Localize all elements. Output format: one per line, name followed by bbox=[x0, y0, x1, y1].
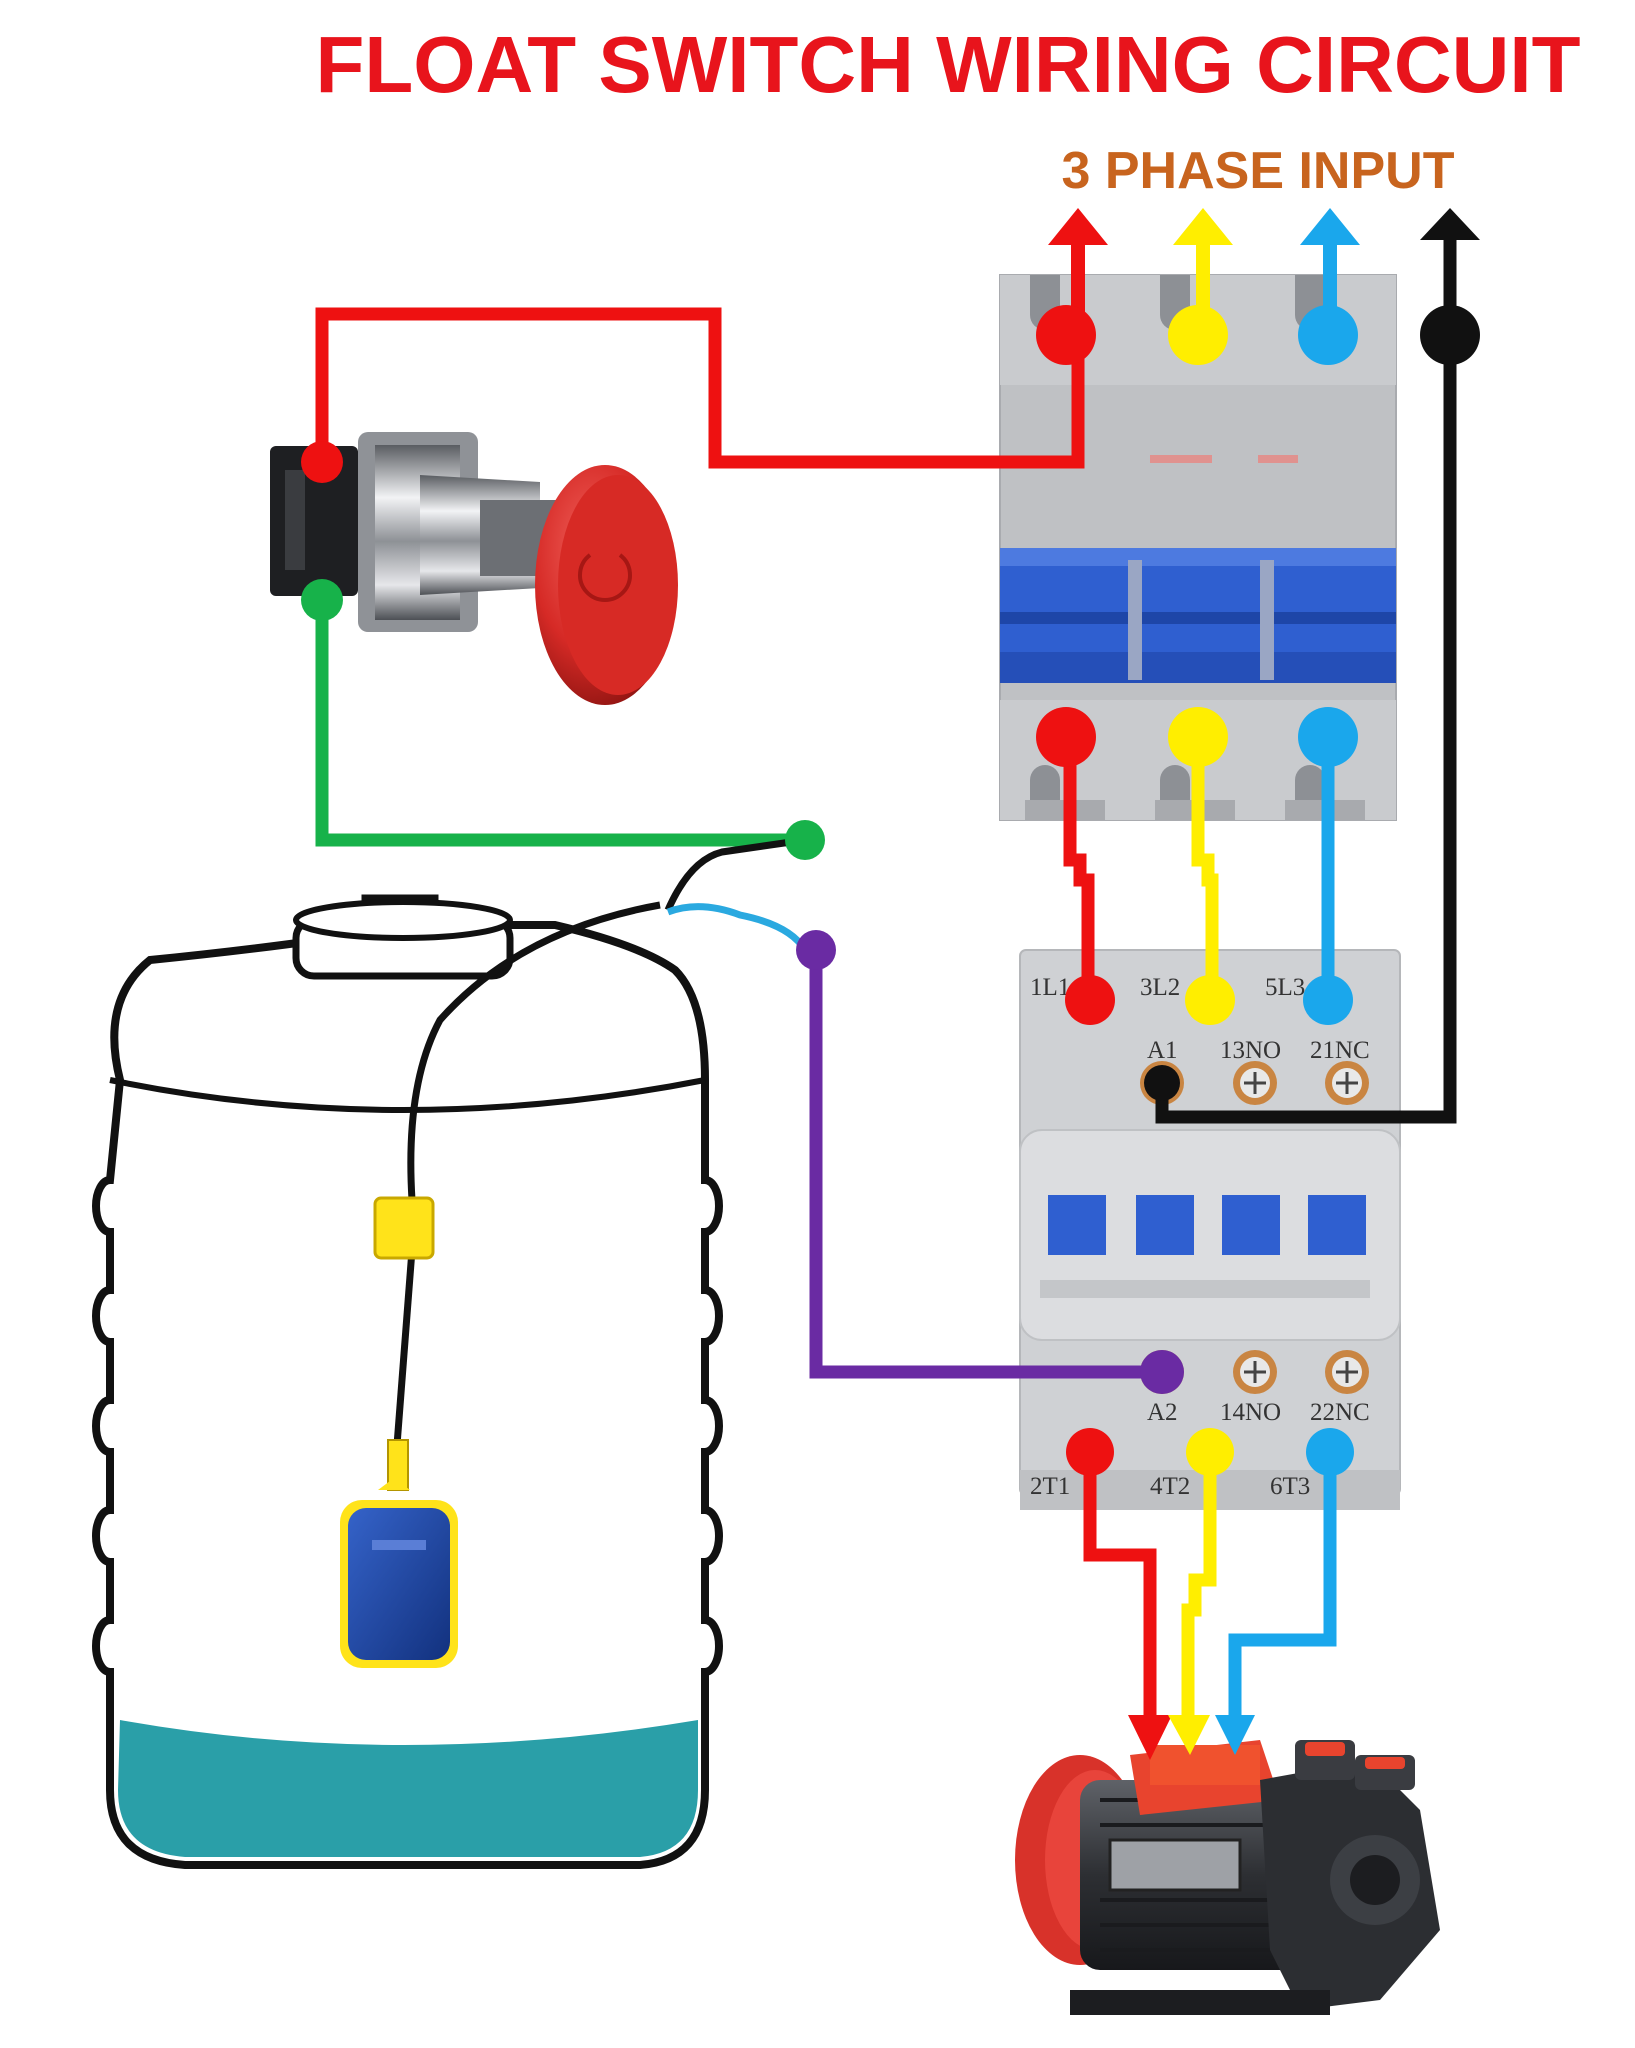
input-arrow-l2 bbox=[1173, 208, 1233, 322]
screw-terminal-21nc bbox=[1325, 1061, 1369, 1105]
float-cable-black bbox=[664, 836, 806, 912]
input-arrow-l1 bbox=[1048, 208, 1108, 322]
terminal-label-21nc: 21NC bbox=[1310, 1037, 1370, 1064]
mcb-input-terminal-l2 bbox=[1168, 305, 1228, 365]
wire-mcb-l2-to-contactor bbox=[1191, 740, 1219, 1000]
contactor-terminal-2t1 bbox=[1066, 1428, 1114, 1476]
contactor-terminal-a1 bbox=[1144, 1065, 1180, 1101]
wire-4t2-to-motor bbox=[1181, 1450, 1217, 1720]
wire-mcb-l1-to-contactor bbox=[1063, 740, 1095, 1000]
water-pump-motor-icon bbox=[1015, 1740, 1440, 2015]
mcb-input-terminal-l1 bbox=[1036, 305, 1096, 365]
arrow-head-yellow-motor bbox=[1168, 1715, 1210, 1755]
float-cable-blue bbox=[666, 903, 809, 952]
terminal-label-3l2: 3L2 bbox=[1140, 974, 1180, 1001]
input-arrow-neutral bbox=[1420, 208, 1480, 240]
contactor-terminal-a2 bbox=[1140, 1350, 1184, 1394]
float-junction-purple bbox=[796, 930, 836, 970]
terminal-label-a1: A1 bbox=[1147, 1037, 1178, 1064]
wire-6t3-to-motor bbox=[1228, 1450, 1337, 1720]
push-button-terminal-out bbox=[301, 579, 343, 621]
contactor-terminal-1l1 bbox=[1065, 975, 1115, 1025]
input-arrow-l3 bbox=[1300, 208, 1360, 322]
wire-float-to-a2 bbox=[809, 950, 1162, 1379]
mcb-output-terminal-l2 bbox=[1168, 707, 1228, 767]
terminal-label-a2: A2 bbox=[1147, 1399, 1178, 1426]
terminal-label-14no: 14NO bbox=[1220, 1399, 1281, 1426]
page-title: FLOAT SWITCH WIRING CIRCUIT bbox=[316, 20, 1581, 109]
contactor-terminal-3l2 bbox=[1185, 975, 1235, 1025]
contactor-icon bbox=[1019, 949, 1401, 1510]
wire-l1-to-push-button bbox=[315, 307, 1085, 469]
terminal-label-4t2: 4T2 bbox=[1150, 1473, 1190, 1500]
terminal-label-22nc: 22NC bbox=[1310, 1399, 1370, 1426]
contactor-terminal-6t3 bbox=[1306, 1428, 1354, 1476]
terminal-label-13no: 13NO bbox=[1220, 1037, 1281, 1064]
screw-terminal-13no bbox=[1233, 1061, 1277, 1105]
mcb-output-terminal-l1 bbox=[1036, 707, 1096, 767]
emergency-stop-mushroom-button-icon bbox=[270, 432, 678, 705]
neutral-junction bbox=[1420, 305, 1480, 365]
screw-terminal-14no bbox=[1233, 1350, 1277, 1394]
wire-push-button-to-float bbox=[315, 600, 805, 847]
arrow-head-blue-motor bbox=[1215, 1715, 1255, 1755]
terminal-label-6t3: 6T3 bbox=[1270, 1473, 1310, 1500]
float-junction-green bbox=[785, 820, 825, 860]
contactor-terminal-4t2 bbox=[1186, 1428, 1234, 1476]
mcb-output-terminal-l3 bbox=[1298, 707, 1358, 767]
screw-terminal-22nc bbox=[1325, 1350, 1369, 1394]
cable-clamp-icon bbox=[373, 1196, 435, 1260]
terminal-label-5l3: 5L3 bbox=[1265, 974, 1305, 1001]
water-tank-icon bbox=[92, 894, 723, 1869]
terminal-label-1l1: 1L1 bbox=[1030, 974, 1070, 1001]
float-switch-icon bbox=[340, 1439, 458, 1668]
terminal-label-2t1: 2T1 bbox=[1030, 1473, 1070, 1500]
mcb-input-terminal-l3 bbox=[1298, 305, 1358, 365]
arrow-head-red-motor bbox=[1128, 1715, 1172, 1760]
wire-2t1-to-motor bbox=[1083, 1450, 1157, 1720]
contactor-terminal-5l3 bbox=[1303, 975, 1353, 1025]
input-label: 3 PHASE INPUT bbox=[1062, 142, 1455, 200]
push-button-terminal-in bbox=[301, 441, 343, 483]
